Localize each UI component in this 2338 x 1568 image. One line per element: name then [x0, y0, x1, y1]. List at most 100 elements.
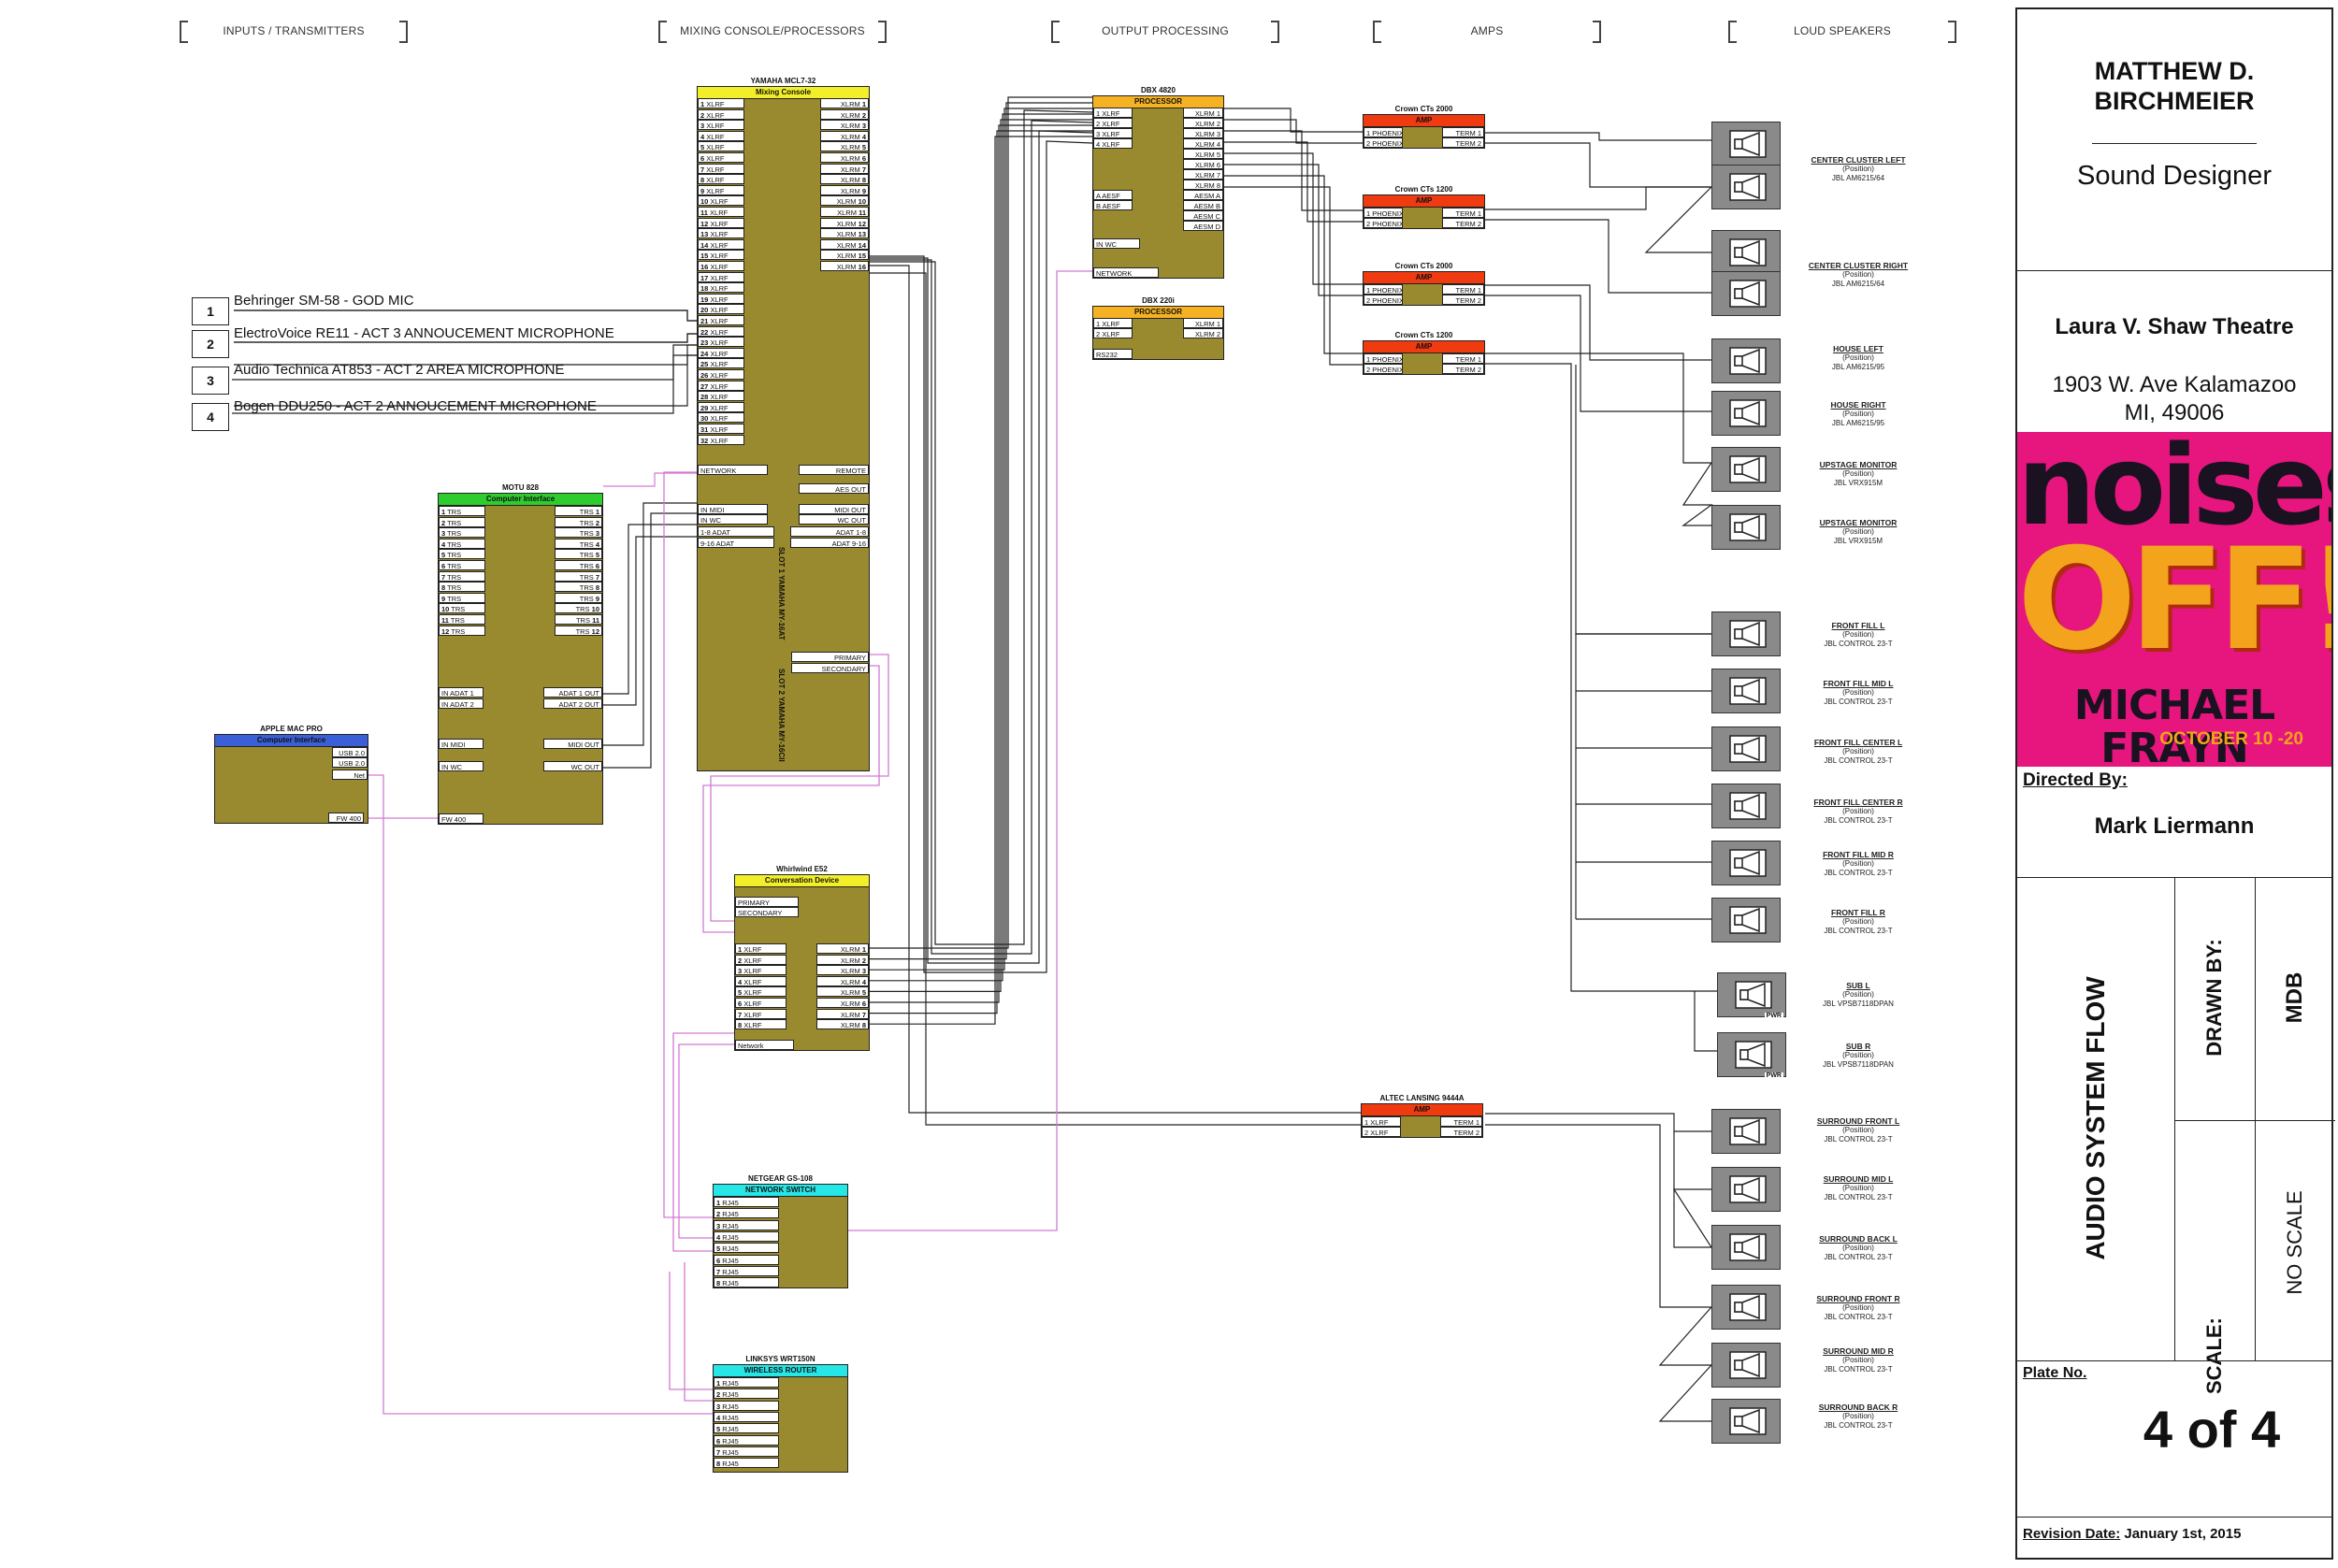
console-port-4[interactable]: MIDI OUT — [799, 504, 869, 514]
linksys-port-1[interactable]: 1 RJ45 — [714, 1377, 779, 1388]
netgear-port-5[interactable]: 5 RJ45 — [714, 1243, 779, 1254]
dbx4820-network[interactable]: NETWORK — [1093, 267, 1159, 278]
dbx4820-aes-out-2[interactable]: AESM C — [1183, 210, 1223, 221]
whirlwind-primary[interactable]: PRIMARY — [735, 897, 799, 907]
whirlwind-output-3[interactable]: XLRM 3 — [816, 965, 869, 976]
amp-input-1[interactable]: 1 PHOENIX — [1364, 353, 1403, 364]
amp-output-1[interactable]: TERM 1 — [1442, 284, 1484, 295]
console-port-9[interactable]: 9-16 ADAT — [698, 538, 774, 548]
amp-output-1[interactable]: TERM 1 — [1442, 353, 1484, 364]
amp-output-2[interactable]: TERM 2 — [1442, 364, 1484, 374]
amp-input-2[interactable]: 2 PHOENIX — [1364, 295, 1403, 305]
console-input-9[interactable]: 9 XLRF — [698, 184, 744, 195]
amp-input-2[interactable]: 2 XLRF — [1362, 1127, 1401, 1137]
netgear-port-6[interactable]: 6 RJ45 — [714, 1254, 779, 1265]
console-output-9[interactable]: XLRM 9 — [820, 184, 869, 195]
motu-port-2[interactable]: IN ADAT 2 — [439, 698, 483, 709]
dbx4820-output-5[interactable]: XLRM 5 — [1183, 149, 1223, 159]
dbx220-output-1[interactable]: XLRM 1 — [1183, 318, 1223, 328]
motu-port-5[interactable]: MIDI OUT — [543, 739, 602, 749]
motu-output-12[interactable]: TRS 12 — [555, 625, 602, 636]
motu-port-0[interactable]: IN ADAT 1 — [439, 687, 483, 698]
whirlwind-secondary[interactable]: SECONDARY — [735, 907, 799, 917]
whirlwind-output-4[interactable]: XLRM 4 — [816, 975, 869, 986]
dbx4820-output-4[interactable]: XLRM 4 — [1183, 138, 1223, 149]
dbx4820-input-4[interactable]: 4 XLRF — [1093, 138, 1133, 149]
dbx4820-input-2[interactable]: 2 XLRF — [1093, 118, 1133, 128]
whirlwind-e52[interactable]: Whirlwind E52 Conversation Device PRIMAR… — [734, 865, 870, 1051]
console-input-19[interactable]: 19 XLRF — [698, 293, 744, 304]
amp-input-2[interactable]: 2 PHOENIX — [1364, 137, 1403, 148]
console-port-12[interactable]: SECONDARY — [791, 663, 869, 673]
linksys-port-3[interactable]: 3 RJ45 — [714, 1400, 779, 1411]
console-input-23[interactable]: 23 XLRF — [698, 337, 744, 348]
whirlwind-output-1[interactable]: XLRM 1 — [816, 943, 869, 954]
motu-output-3[interactable]: TRS 3 — [555, 527, 602, 539]
whirlwind-network[interactable]: Network — [735, 1040, 794, 1050]
console-input-20[interactable]: 20 XLRF — [698, 304, 744, 315]
dbx4820-aes-out-1[interactable]: AESM B — [1183, 200, 1223, 210]
console-input-14[interactable]: 14 XLRF — [698, 238, 744, 250]
motu-output-7[interactable]: TRS 7 — [555, 570, 602, 582]
amp-input-1[interactable]: 1 PHOENIX — [1364, 208, 1403, 218]
console-input-32[interactable]: 32 XLRF — [698, 434, 744, 445]
motu-port-3[interactable]: ADAT 2 OUT — [543, 698, 602, 709]
dbx4820-aes-in-0[interactable]: A AESF — [1093, 190, 1133, 200]
console-output-6[interactable]: XLRM 6 — [820, 152, 869, 163]
console-input-8[interactable]: 8 XLRF — [698, 174, 744, 185]
console-output-5[interactable]: XLRM 5 — [820, 141, 869, 152]
amp-output-2[interactable]: TERM 2 — [1440, 1127, 1482, 1137]
netgear-port-3[interactable]: 3 RJ45 — [714, 1219, 779, 1230]
motu-output-11[interactable]: TRS 11 — [555, 614, 602, 625]
motu-input-9[interactable]: 9 TRS — [439, 592, 485, 603]
whirlwind-output-8[interactable]: XLRM 8 — [816, 1019, 869, 1030]
console-input-6[interactable]: 6 XLRF — [698, 152, 744, 163]
console-port-0[interactable]: NETWORK — [698, 465, 768, 475]
console-input-28[interactable]: 28 XLRF — [698, 391, 744, 402]
console-port-11[interactable]: PRIMARY — [791, 652, 869, 662]
dbx220-input-1[interactable]: 1 XLRF — [1093, 318, 1133, 328]
dbx4820-output-2[interactable]: XLRM 2 — [1183, 118, 1223, 128]
motu-input-11[interactable]: 11 TRS — [439, 614, 485, 625]
dbx220-output-2[interactable]: XLRM 2 — [1183, 328, 1223, 338]
amp-output-1[interactable]: TERM 1 — [1442, 127, 1484, 137]
dbx4820-aes-out-3[interactable]: AESM D — [1183, 221, 1223, 231]
linksys-port-5[interactable]: 5 RJ45 — [714, 1423, 779, 1434]
motu-output-10[interactable]: TRS 10 — [555, 603, 602, 614]
linksys-port-7[interactable]: 7 RJ45 — [714, 1446, 779, 1457]
console-port-1[interactable]: REMOTE — [799, 465, 869, 475]
motu-output-1[interactable]: TRS 1 — [555, 506, 602, 516]
motu-port-6[interactable]: IN WC — [439, 761, 483, 771]
console-output-11[interactable]: XLRM 11 — [820, 207, 869, 217]
whirlwind-output-5[interactable]: XLRM 5 — [816, 986, 869, 998]
dbx220-rs232[interactable]: RS232 — [1093, 349, 1133, 359]
whirlwind-input-3[interactable]: 3 XLRF — [735, 965, 787, 976]
console-input-25[interactable]: 25 XLRF — [698, 358, 744, 369]
amp-output-1[interactable]: TERM 1 — [1442, 208, 1484, 218]
whirlwind-input-2[interactable]: 2 XLRF — [735, 954, 787, 965]
console-output-1[interactable]: XLRM 1 — [820, 98, 869, 108]
whirlwind-input-6[interactable]: 6 XLRF — [735, 998, 787, 1008]
console-input-30[interactable]: 30 XLRF — [698, 412, 744, 424]
amp-input-2[interactable]: 2 PHOENIX — [1364, 218, 1403, 228]
console-output-14[interactable]: XLRM 14 — [820, 238, 869, 250]
mac-port-2[interactable]: Net — [332, 770, 368, 780]
motu-output-4[interactable]: TRS 4 — [555, 538, 602, 549]
console-input-12[interactable]: 12 XLRF — [698, 217, 744, 228]
console-input-1[interactable]: 1 XLRF — [698, 98, 744, 108]
amp-input-1[interactable]: 1 PHOENIX — [1364, 127, 1403, 137]
amp-output-2[interactable]: TERM 2 — [1442, 295, 1484, 305]
dbx4820-output-1[interactable]: XLRM 1 — [1183, 108, 1223, 118]
linksys-port-8[interactable]: 8 RJ45 — [714, 1458, 779, 1469]
amp-output-2[interactable]: TERM 2 — [1442, 218, 1484, 228]
console-input-13[interactable]: 13 XLRF — [698, 228, 744, 239]
whirlwind-output-7[interactable]: XLRM 7 — [816, 1008, 869, 1019]
